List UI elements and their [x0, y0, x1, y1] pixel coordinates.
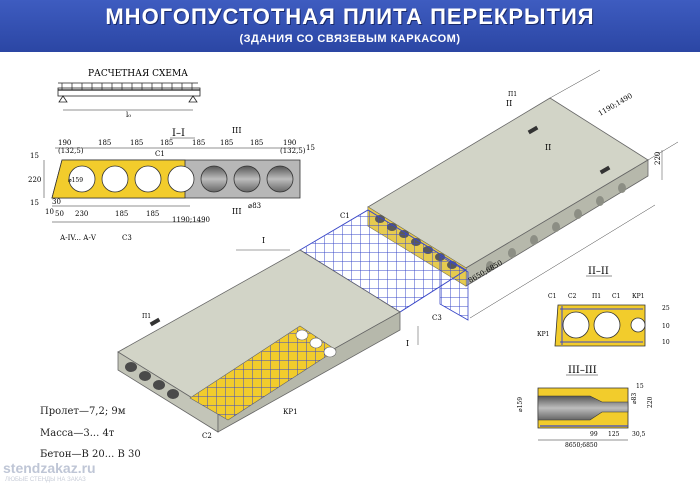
cut-mark-top: III — [232, 126, 241, 135]
section-1-c1: С1 — [155, 150, 165, 158]
section-2-dim-1: 10 — [662, 323, 670, 330]
section-1-steel: А-IV... А-V — [60, 234, 97, 242]
technical-drawing: РАСЧЕТНАЯ СХЕМА l₀ I–I 190 (132,5) — [28, 69, 679, 449]
dim-top-2: 185 — [130, 139, 143, 147]
dim-side-right: 15 — [306, 144, 315, 152]
section-1-width: 1190;1490 — [172, 216, 210, 224]
dim-bottom-0: 30 — [52, 198, 61, 206]
section-1-label: I–I — [172, 128, 185, 139]
section-3-dim-1: ⌀83 — [631, 393, 638, 404]
section-2-tag-3: С1 — [612, 293, 620, 300]
label-c1: С1 — [340, 212, 350, 220]
spec-span: Пролет—7,2; 9м — [40, 406, 126, 417]
spec-mass: Масса—3... 4т — [40, 428, 115, 439]
section-2-tag-4: КР1 — [632, 293, 645, 300]
dim-top-7: 190 — [283, 139, 296, 147]
dim-top-1: 185 — [98, 139, 111, 147]
section-3-dim-3: 15 — [636, 383, 644, 390]
dim-top-6: 185 — [250, 139, 263, 147]
section-1-dia83: ⌀83 — [248, 202, 261, 210]
dim-side-2: 15 — [30, 199, 39, 207]
calc-scheme: РАСЧЕТНАЯ СХЕМА l₀ — [57, 69, 201, 119]
mark-2-lower: II — [545, 143, 551, 152]
page-title: МНОГОПУСТОТНАЯ ПЛИТА ПЕРЕКРЫТИЯ — [105, 4, 595, 29]
slab-dimension-lines — [236, 69, 679, 345]
section-2-2: II–II С1 С2 П1 С1 КР1 КР1 25 10 10 — [537, 266, 670, 347]
dim-top-3: 185 — [160, 139, 173, 147]
section-2-dim-2: 10 — [662, 339, 670, 346]
watermark-site: stendzakaz.ru — [3, 460, 96, 476]
slab-height: 220 — [654, 152, 662, 165]
mark-p1-right: П1 — [508, 91, 517, 98]
label-kr1: КР1 — [283, 408, 298, 416]
dim-top-sub-right: (132,5) — [280, 147, 306, 155]
mark-1-bottom: I — [406, 339, 409, 348]
spec-concrete: Бетон—В 20... В 30 — [40, 449, 141, 460]
section-3-dim-4: 30,5 — [632, 431, 646, 438]
dim-bottom-4: 185 — [146, 210, 159, 218]
dim-side-0: 15 — [30, 152, 39, 160]
dim-top-5: 185 — [220, 139, 233, 147]
section-2-tag-0: С1 — [548, 293, 556, 300]
cut-mark-bottom: III — [232, 207, 241, 216]
section-1-1: I–I 190 (132,5) 185 185 185 185 185 185 … — [28, 126, 315, 242]
slab-left-cores — [125, 362, 179, 399]
dim-top-4: 185 — [192, 139, 205, 147]
dim-side-left: 10 — [45, 208, 54, 216]
slab-width: 1190;1490 — [597, 92, 634, 118]
section-3-length: 8650;6850 — [565, 442, 598, 449]
label-c3: С3 — [432, 314, 442, 322]
section-2-tag-1: С2 — [568, 293, 577, 300]
section-3-dim-5: 99 — [590, 431, 598, 438]
slab-right-side-holes — [486, 183, 626, 271]
section-2-kr: КР1 — [537, 331, 550, 338]
mark-1-top: I — [262, 236, 265, 245]
section-2-dim-0: 25 — [662, 305, 670, 312]
title-banner — [0, 0, 700, 52]
section-2-tag-2: П1 — [592, 293, 601, 300]
dim-top-0: 190 — [58, 139, 71, 147]
section-3-dim-0: ⌀159 — [517, 397, 524, 412]
slab-left — [117, 249, 401, 433]
section-1-c3: С3 — [122, 234, 132, 242]
dim-side-1: 220 — [28, 176, 41, 184]
distributed-load — [58, 82, 198, 90]
section-3-label: III–III — [568, 365, 597, 376]
label-c2: С2 — [202, 432, 212, 440]
section-3-3: III–III ⌀159 ⌀83 220 15 30,5 99 125 8650… — [517, 365, 654, 449]
watermark-tagline: ЛЮБЫЕ СТЕНДЫ НА ЗАКАЗ — [5, 477, 86, 483]
dim-bottom-2: 230 — [75, 210, 88, 218]
page-subtitle: (ЗДАНИЯ СО СВЯЗЕВЫМ КАРКАСОМ) — [239, 33, 461, 45]
section-1-diameter: ⌀159 — [68, 177, 83, 184]
section-2-label: II–II — [588, 266, 609, 277]
dim-bottom-3: 185 — [115, 210, 128, 218]
scheme-span: l₀ — [126, 111, 131, 119]
dim-bottom-1: 50 — [55, 210, 64, 218]
mark-p1-left: П1 — [142, 313, 151, 320]
dim-top-sub-left: (132,5) — [58, 147, 84, 155]
scheme-label: РАСЧЕТНАЯ СХЕМА — [88, 69, 188, 79]
mark-2: II — [506, 99, 512, 108]
section-3-dim-2: 220 — [647, 396, 654, 408]
section-3-dim-6: 125 — [608, 431, 620, 438]
